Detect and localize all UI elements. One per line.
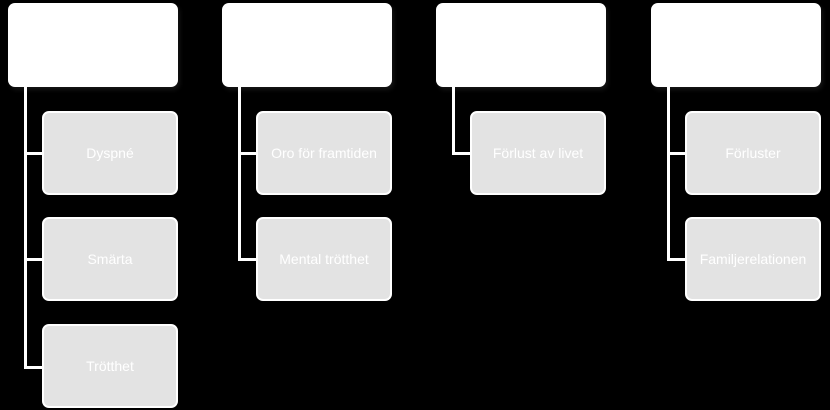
group-1-connector-branch-2: [24, 258, 42, 261]
child-label: Familjerelationen: [699, 251, 807, 267]
child-label: Oro för framtiden: [271, 145, 377, 161]
group-2-connector-branch-1: [238, 152, 256, 155]
group-4-connector-branch-1: [667, 152, 685, 155]
group-4-child-familjerelationen: Familjerelationen: [685, 217, 821, 301]
group-2-connector-trunk: [238, 87, 241, 261]
group-3-child-forlust-av-livet: Förlust av livet: [470, 111, 606, 195]
group-4-child-forluster: Förluster: [685, 111, 821, 195]
group-2-child-mental-trotthet: Mental trötthet: [256, 217, 392, 301]
group-1-child-smarta: Smärta: [42, 217, 178, 301]
group-1-connector-branch-1: [24, 152, 42, 155]
group-1-child-dyspne: Dyspné: [42, 111, 178, 195]
group-4-connector-branch-2: [667, 258, 685, 261]
child-label: Förlust av livet: [492, 145, 584, 161]
group-1-connector-trunk: [24, 87, 27, 369]
child-label: Dyspné: [86, 145, 134, 161]
group-3-connector-trunk: [452, 87, 455, 155]
child-label: Förluster: [725, 145, 781, 161]
group-3-connector-branch-1: [452, 152, 470, 155]
group-1-connector-branch-3: [24, 366, 42, 369]
group-1-header: [8, 3, 178, 87]
group-3-header: [436, 3, 606, 87]
group-4-connector-trunk: [667, 87, 670, 261]
group-2-child-oro-for-framtiden: Oro för framtiden: [256, 111, 392, 195]
child-label: Mental trötthet: [279, 251, 369, 267]
child-label: Smärta: [87, 251, 133, 267]
group-1-child-trotthet: Trötthet: [42, 324, 178, 408]
group-2-connector-branch-2: [238, 258, 256, 261]
group-4-header: [651, 3, 821, 87]
group-2-header: [222, 3, 392, 87]
child-label: Trötthet: [86, 358, 134, 374]
